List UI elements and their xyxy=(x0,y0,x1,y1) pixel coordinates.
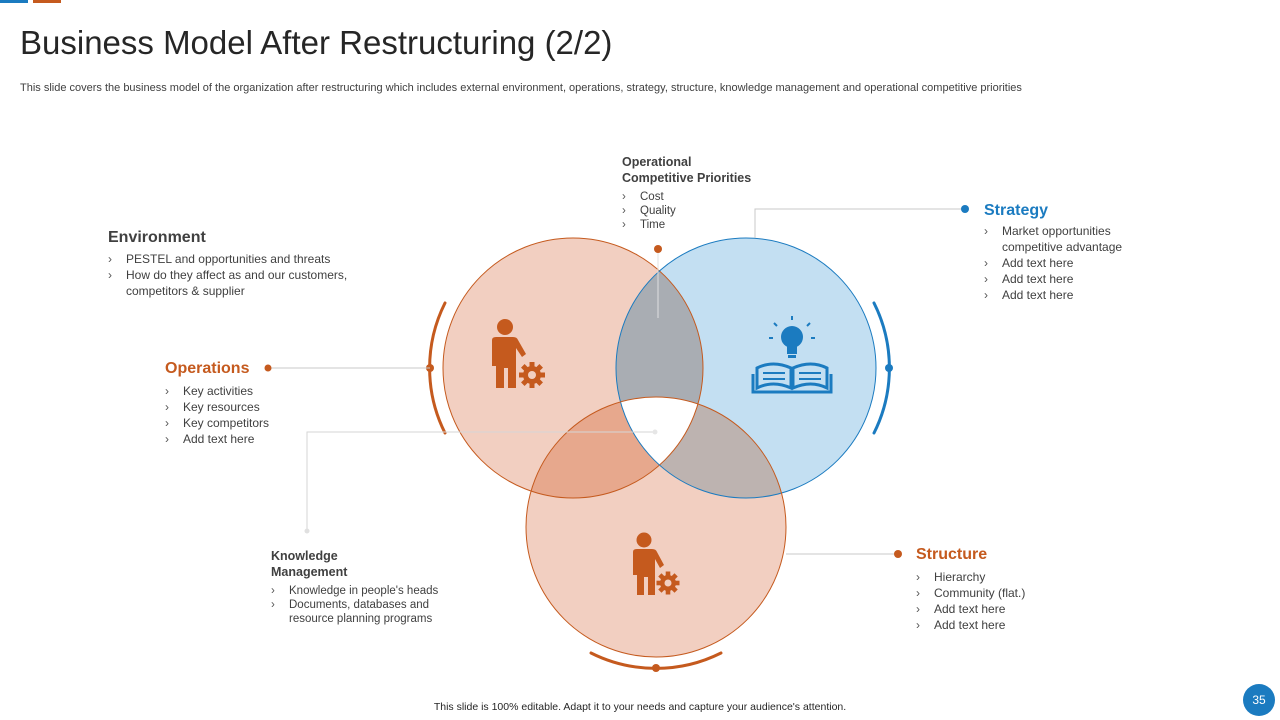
list-item: Quality xyxy=(622,204,792,218)
list-item: Cost xyxy=(622,190,792,204)
list-item: Knowledge in people's heads xyxy=(271,584,471,598)
list-item: PESTEL and opportunities and threats xyxy=(108,251,348,267)
knowledge-title-line1: Knowledge xyxy=(271,549,338,563)
accent-bar-blue xyxy=(0,0,28,3)
person-gear-icon xyxy=(492,319,545,388)
page-title: Business Model After Restructuring (2/2) xyxy=(20,24,613,61)
accent-bar-orange xyxy=(33,0,61,3)
footer-note: This slide is 100% editable. Adapt it to… xyxy=(433,701,847,713)
knowledge-section: Knowledge Management Knowledge in people… xyxy=(271,548,471,626)
structure-title: Structure xyxy=(916,546,988,563)
overlap-left-bottom xyxy=(526,397,703,498)
list-item: Market opportunities competitive advanta… xyxy=(984,223,1154,255)
priorities-title-line1: Operational xyxy=(622,155,692,169)
list-item: Hierarchy xyxy=(916,569,1086,585)
strategy-section: Strategy Market opportunities competitiv… xyxy=(984,202,1154,303)
strategy-title: Strategy xyxy=(984,202,1049,219)
list-item: Documents, databases and resource planni… xyxy=(271,598,471,626)
environment-title: Environment xyxy=(108,229,206,246)
knowledge-title-line2: Management xyxy=(271,565,348,579)
list-item: Add text here xyxy=(984,271,1154,287)
priorities-section: Operational Competitive Priorities Cost … xyxy=(622,154,792,232)
list-item: How do they affect as and our customers,… xyxy=(108,267,348,299)
priorities-title-line2: Competitive Priorities xyxy=(622,171,752,185)
list-item: Key competitors xyxy=(165,415,365,431)
list-item: Add text here xyxy=(916,617,1086,633)
operations-section: Operations Key activities Key resources … xyxy=(165,360,365,447)
list-item: Community (flat.) xyxy=(916,585,1086,601)
structure-section: Structure Hierarchy Community (flat.) Ad… xyxy=(916,546,1086,633)
operations-title: Operations xyxy=(165,360,250,377)
environment-section: Environment PESTEL and opportunities and… xyxy=(108,229,348,299)
list-item: Key activities xyxy=(165,383,365,399)
lightbulb-book-icon xyxy=(751,316,833,394)
list-item: Add text here xyxy=(916,601,1086,617)
person-gear-icon xyxy=(633,532,680,595)
list-item: Add text here xyxy=(165,431,365,447)
page-subtitle: This slide covers the business model of … xyxy=(20,82,1022,94)
overlap-right-bottom xyxy=(616,397,786,498)
list-item: Add text here xyxy=(984,287,1154,303)
list-item: Time xyxy=(622,218,792,232)
list-item: Add text here xyxy=(984,255,1154,271)
list-item: Key resources xyxy=(165,399,365,415)
page-number-badge: 35 xyxy=(1243,684,1275,716)
